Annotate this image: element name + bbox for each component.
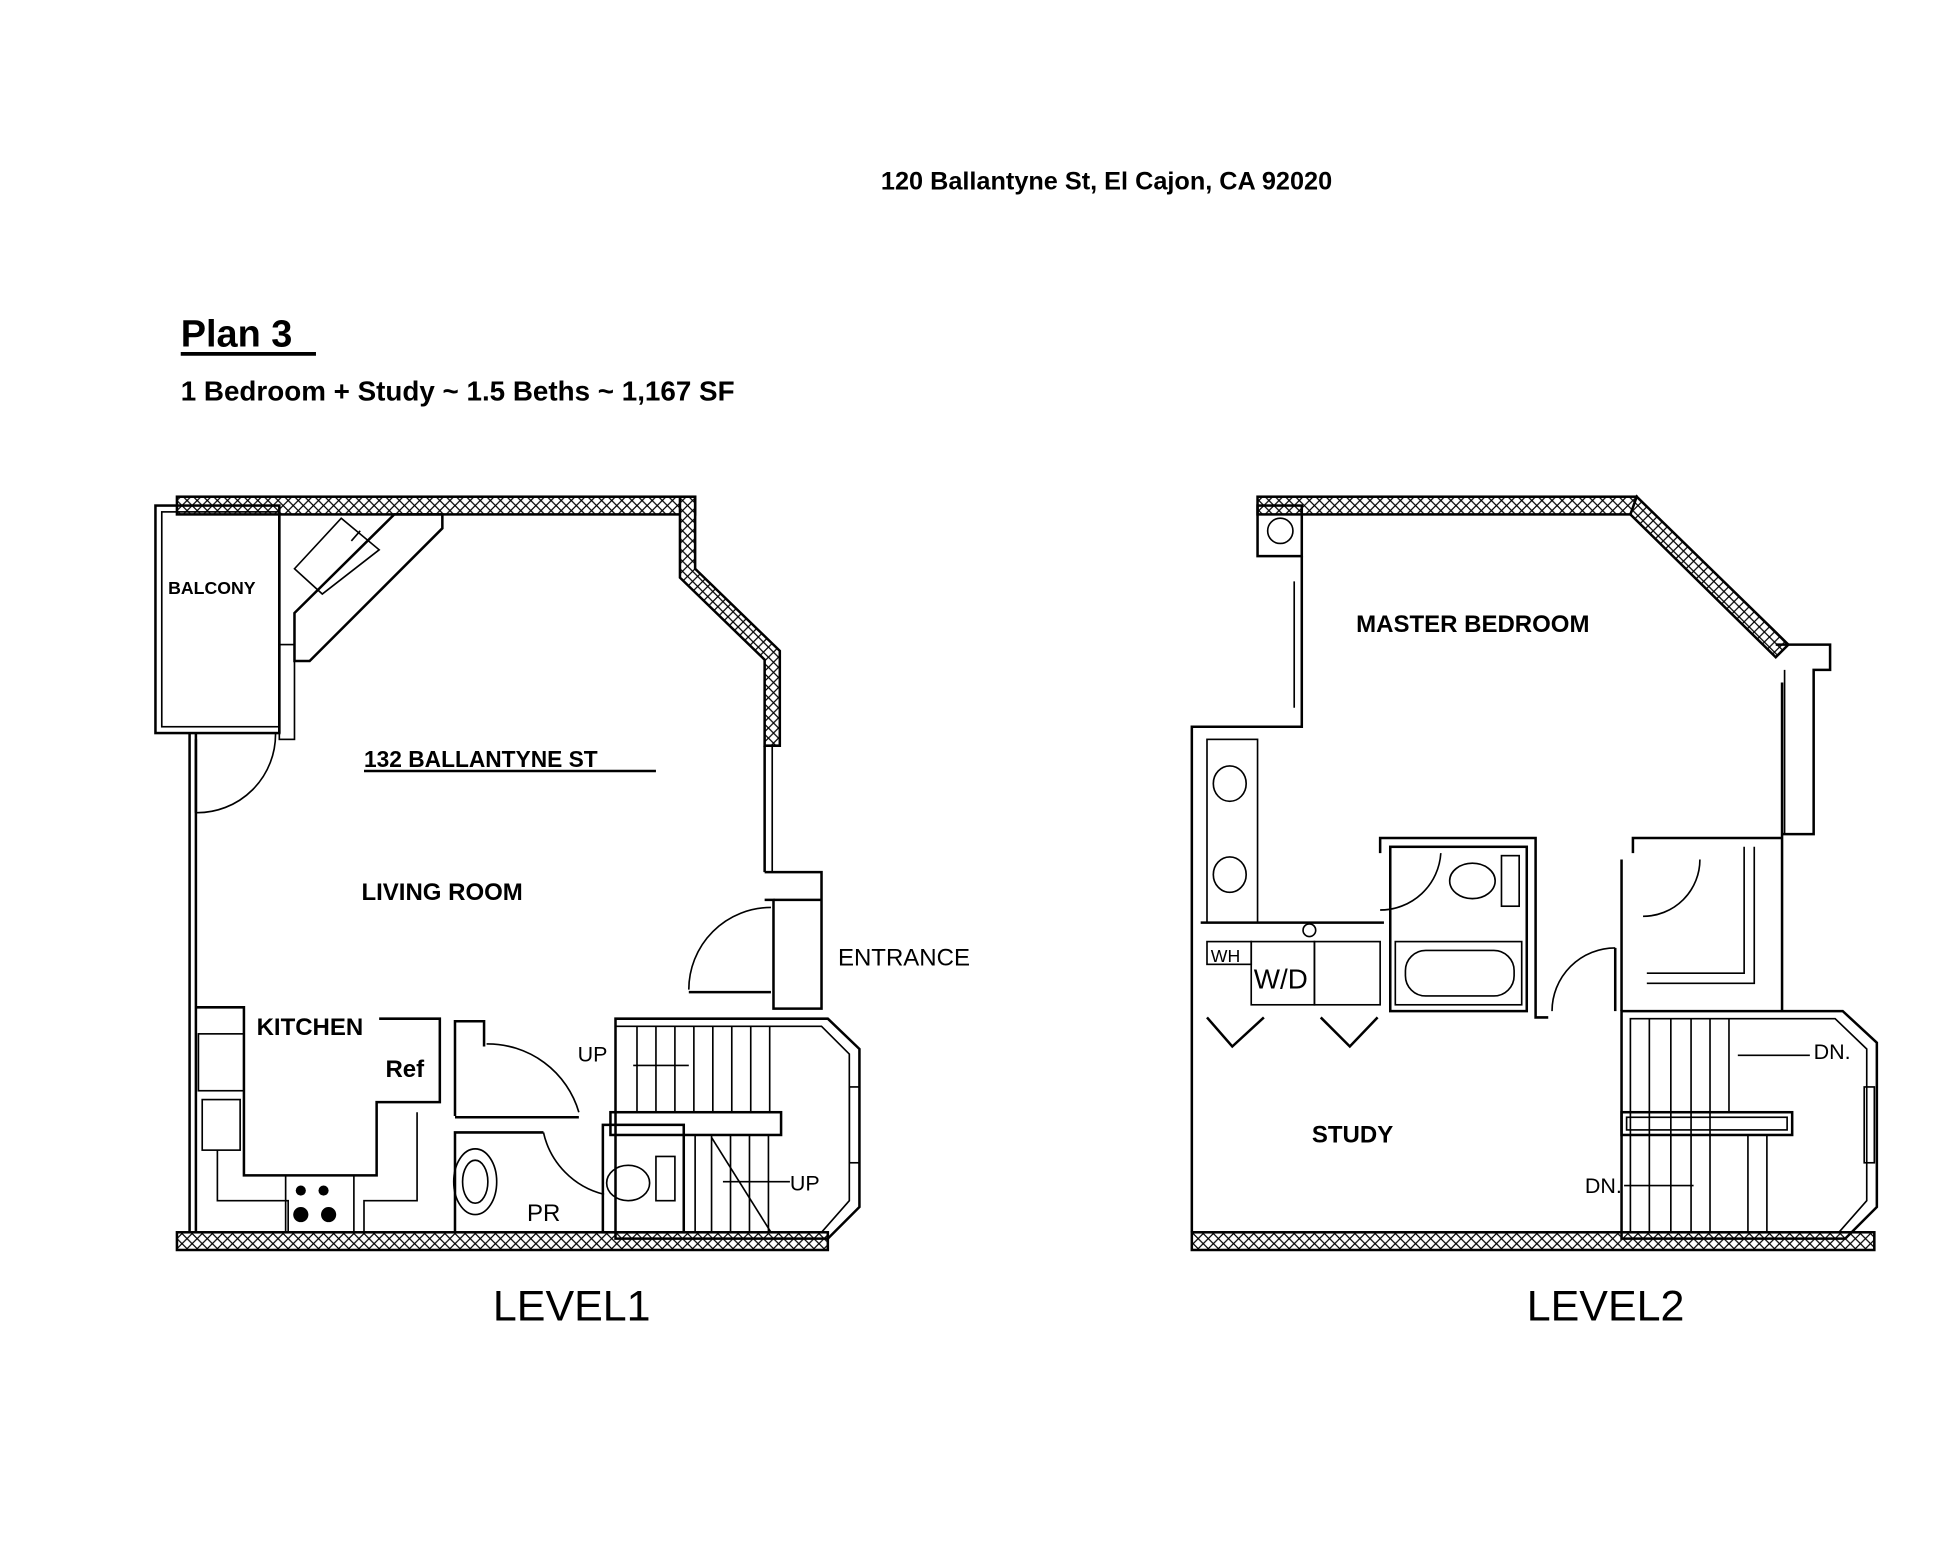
level1-plan: BALCONY ENTRANCE 132 BALLANTYNE ST LIVIN…: [154, 495, 970, 1331]
unit-address-label: 132 BALLANTYNE ST: [364, 746, 598, 772]
level2-plan: MASTER BEDROOM WH W/D STUDY: [1190, 494, 1879, 1331]
plan-summary: 1 Bedroom + Study ~ 1.5 Beths ~ 1,167 SF: [181, 376, 735, 407]
room-label-master-bedroom: MASTER BEDROOM: [1356, 611, 1589, 638]
address-heading: 120 Ballantyne St, El Cajon, CA 92020: [881, 168, 1332, 196]
room-label-kitchen: KITCHEN: [257, 1014, 364, 1041]
wall-bottom: [175, 1231, 830, 1252]
water-heater-label: WH: [1211, 946, 1240, 966]
level1-caption: LEVEL1: [493, 1283, 651, 1331]
stair-down-label-2: DN.: [1585, 1174, 1622, 1198]
wall-bay: [678, 495, 782, 747]
room-label-balcony: BALCONY: [168, 578, 256, 598]
washer-dryer-label: W/D: [1254, 963, 1308, 994]
stair-up-label-2: UP: [790, 1172, 820, 1196]
room-label-study: STUDY: [1312, 1122, 1393, 1149]
stair-down-label-1: DN.: [1814, 1040, 1851, 1064]
room-label-powder-room: PR: [527, 1200, 560, 1227]
room-label-ref: Ref: [385, 1056, 425, 1083]
plan-title: Plan 3: [181, 313, 293, 355]
level2-caption: LEVEL2: [1527, 1283, 1685, 1331]
stair-up-label-1: UP: [578, 1043, 608, 1067]
entrance-label: ENTRANCE: [838, 945, 970, 972]
room-label-living-room: LIVING ROOM: [361, 879, 522, 906]
